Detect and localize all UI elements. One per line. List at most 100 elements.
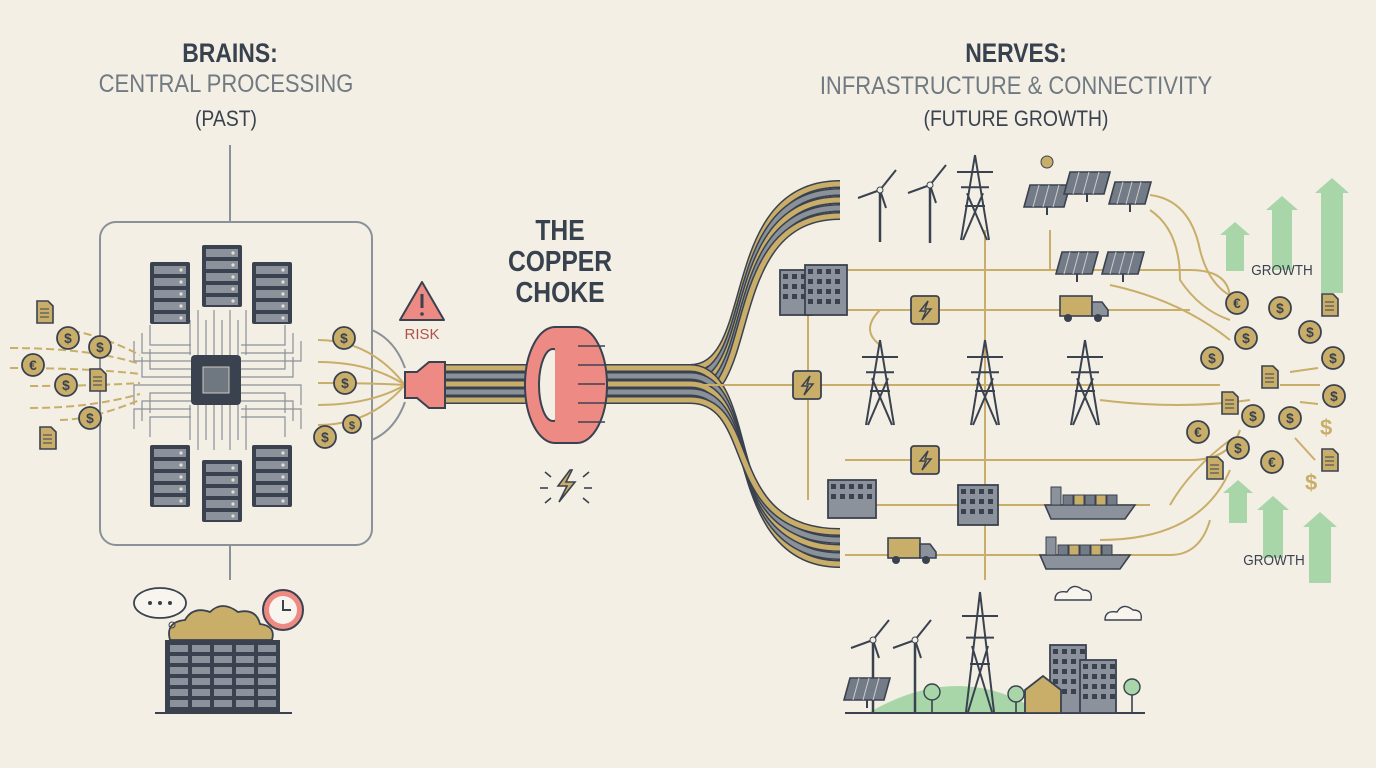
network-line xyxy=(845,519,1211,556)
solar-panel-icon xyxy=(1022,184,1072,215)
container xyxy=(1084,494,1096,506)
network-line xyxy=(845,429,1241,461)
cloud-icon xyxy=(1054,585,1093,601)
arrow xyxy=(1299,401,1319,405)
pylon-frame xyxy=(862,339,898,426)
dot xyxy=(168,601,172,605)
server-slot xyxy=(154,290,186,298)
window xyxy=(826,299,831,304)
server-led xyxy=(231,275,235,279)
arrow-line xyxy=(317,382,406,386)
server-slot xyxy=(256,449,288,457)
bolt xyxy=(918,450,933,471)
blade xyxy=(879,169,897,191)
solar-panel-icon xyxy=(1100,251,1146,282)
server-rack-icon xyxy=(150,445,190,507)
server-slot xyxy=(206,273,238,281)
server-led xyxy=(281,268,285,272)
crown xyxy=(1123,678,1141,696)
window xyxy=(835,289,840,294)
solar-panel-icon xyxy=(1054,251,1100,282)
coin-symbol: $ xyxy=(1306,325,1314,340)
coin xyxy=(1200,346,1224,370)
coin xyxy=(78,406,102,430)
network-line xyxy=(1099,469,1231,541)
document-icon xyxy=(1206,456,1224,480)
document-icon xyxy=(36,300,54,324)
window xyxy=(970,509,975,514)
growth-arrow-icon xyxy=(1266,196,1298,270)
coin-symbol: € xyxy=(1194,425,1202,440)
trace xyxy=(133,408,191,429)
solar-panel-icon xyxy=(1062,171,1112,202)
doc xyxy=(1206,456,1224,480)
server-rack-icon xyxy=(252,445,292,507)
window xyxy=(1083,674,1088,679)
window xyxy=(826,279,831,284)
server-led xyxy=(179,292,183,296)
outflow-arrows-right xyxy=(1280,367,1320,461)
dot xyxy=(148,601,152,605)
dollar-coin-icon: $ xyxy=(1322,384,1346,408)
window xyxy=(1083,664,1088,669)
coin xyxy=(1278,406,1302,430)
blade xyxy=(914,619,932,641)
network-line xyxy=(869,309,881,346)
server-led xyxy=(281,463,285,467)
window xyxy=(792,294,797,299)
arrow xyxy=(1289,367,1319,373)
dollar-coin-icon: $ xyxy=(1298,320,1322,344)
dollar-sign-icon: $$ xyxy=(1305,415,1332,495)
window xyxy=(1062,689,1067,694)
cell-line xyxy=(1052,184,1060,208)
hull xyxy=(1038,554,1132,570)
coin-symbol: $ xyxy=(62,378,70,393)
server-led xyxy=(281,292,285,296)
cell-line xyxy=(1127,251,1135,275)
cell-line xyxy=(1092,171,1100,195)
rack-slot xyxy=(170,678,188,685)
trace xyxy=(241,392,286,413)
arrow xyxy=(1294,437,1316,461)
rack-slot xyxy=(214,689,232,696)
server-slot xyxy=(206,500,238,508)
coin-symbol: $ xyxy=(1249,409,1257,424)
window xyxy=(988,489,993,494)
window xyxy=(817,279,822,284)
dollar-coin-icon: $ xyxy=(333,371,357,395)
blade xyxy=(907,184,931,194)
server-led xyxy=(231,263,235,267)
dollar-coin-icon: $ xyxy=(1200,346,1224,370)
trace xyxy=(133,384,191,405)
window xyxy=(1071,679,1076,684)
cargo xyxy=(1059,295,1093,317)
blade xyxy=(872,619,890,641)
window xyxy=(826,269,831,274)
window xyxy=(831,484,836,489)
cell-line xyxy=(852,677,860,701)
brains-title: BRAINS: xyxy=(182,38,278,68)
cell-line xyxy=(1042,184,1050,208)
server-led xyxy=(179,268,183,272)
window xyxy=(1062,669,1067,674)
dollar-coin-icon: $ xyxy=(88,335,112,359)
window xyxy=(970,499,975,504)
trace xyxy=(241,333,294,354)
window xyxy=(867,494,872,499)
ring-band xyxy=(555,326,608,444)
coin xyxy=(1241,404,1265,428)
server-slot xyxy=(154,266,186,274)
box xyxy=(910,295,940,325)
network-line xyxy=(1149,194,1241,301)
window xyxy=(1071,689,1076,694)
trace xyxy=(241,357,294,378)
server-slot xyxy=(206,476,238,484)
euro-coin-icon: € xyxy=(1186,420,1210,444)
panel xyxy=(1054,251,1100,275)
trace xyxy=(141,400,191,421)
coin xyxy=(1225,291,1249,315)
tree-icon xyxy=(923,683,941,713)
coin-symbol: $ xyxy=(340,331,348,346)
rack-slot xyxy=(258,678,276,685)
